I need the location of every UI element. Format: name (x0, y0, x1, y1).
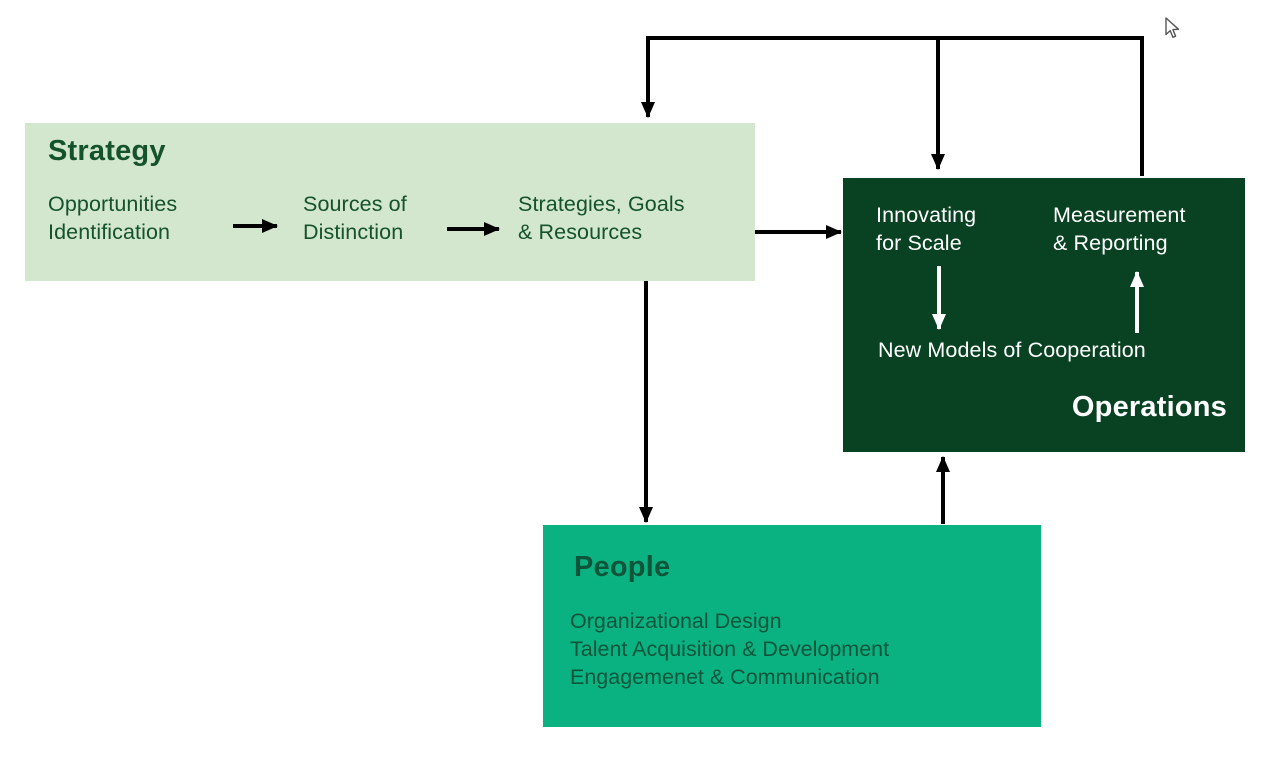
strategy-step-goals: Strategies, Goals & Resources (518, 192, 685, 244)
people-items: Organizational Design Talent Acquisition… (570, 607, 889, 691)
operations-item-measurement: Measurement & Reporting (1053, 203, 1186, 255)
people-item-engagement: Engagemenet & Communication (570, 665, 880, 689)
strategy-box: Strategy Opportunities Identification So… (25, 123, 755, 281)
strategy-step-sources: Sources of Distinction (303, 192, 407, 244)
operations-item-innovating: Innovating for Scale (876, 203, 977, 255)
mouse-cursor-icon (1165, 17, 1180, 38)
operations-box: Innovating for Scale Measurement & Repor… (843, 178, 1245, 452)
people-item-talent-acquisition: Talent Acquisition & Development (570, 637, 890, 661)
operations-title: Operations (1071, 391, 1227, 423)
people-item-organizational-design: Organizational Design (570, 609, 782, 633)
strategy-title: Strategy (48, 135, 166, 167)
strategy-step-opportunities: Opportunities Identification (48, 192, 178, 244)
people-box: People Organizational Design Talent Acqu… (543, 525, 1041, 727)
operations-item-new-models: New Models of Cooperation (878, 338, 1146, 362)
people-title: People (574, 551, 671, 583)
